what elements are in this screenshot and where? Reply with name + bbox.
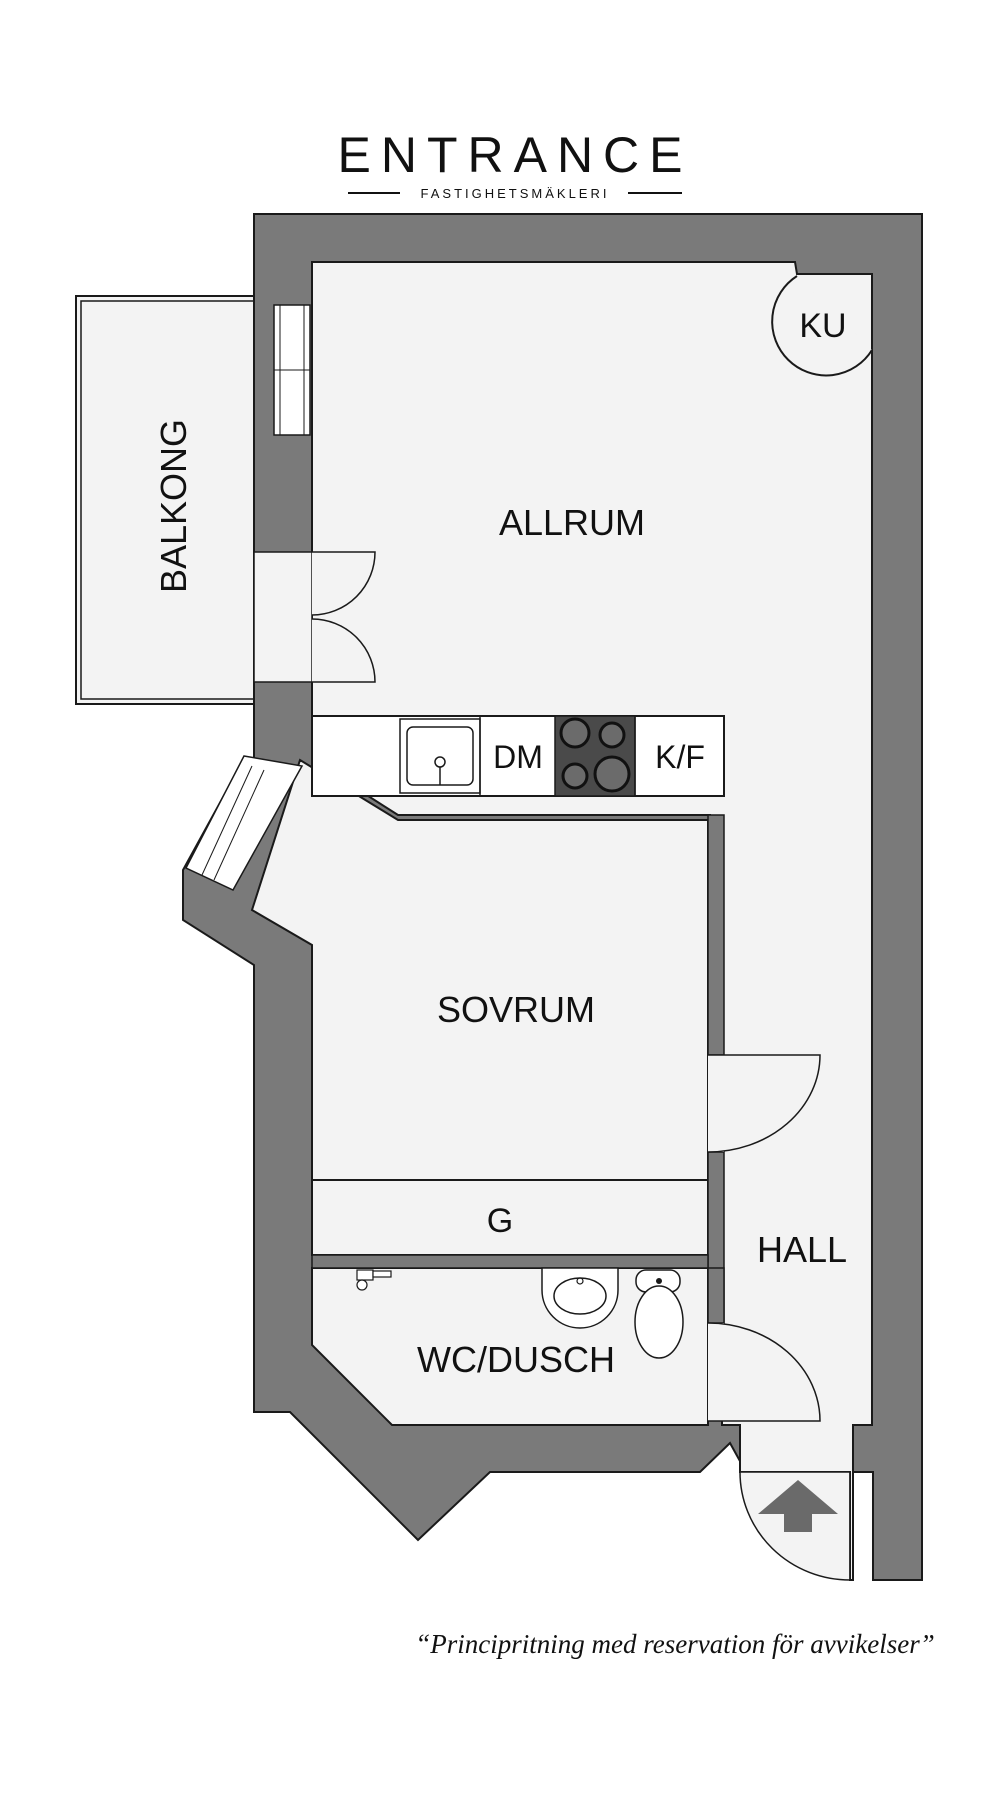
bedroom-door — [707, 1054, 821, 1153]
window-allrum — [273, 304, 311, 436]
window-sovrum — [184, 755, 304, 891]
brand-tagline: FASTIGHETSMÄKLERI — [421, 186, 610, 201]
label-wc-dusch: WC/DUSCH — [417, 1339, 615, 1380]
label-dm: DM — [493, 739, 543, 775]
wc-door — [707, 1322, 821, 1422]
brand-logo: ENTRANCE FASTIGHETSMÄKLERI — [337, 127, 692, 201]
label-g: G — [487, 1202, 513, 1240]
entrance-arrow-icon — [758, 1480, 838, 1532]
label-sovrum: SOVRUM — [437, 989, 595, 1030]
label-ku: KU — [799, 307, 846, 345]
wall-wc-hall-low — [707, 1267, 725, 1324]
wall-wardrobe-wc — [311, 1254, 709, 1269]
toilet — [634, 1269, 684, 1359]
closet-ku — [771, 275, 873, 377]
label-balkong: BALKONG — [153, 419, 194, 593]
disclaimer-caption: “Principritning med reservation för avvi… — [415, 1629, 934, 1659]
brand-name: ENTRANCE — [337, 127, 692, 183]
wall-hall-bedroom — [707, 814, 725, 1056]
kitchen-counter — [311, 715, 725, 797]
sovrum-floor — [250, 758, 709, 1181]
label-hall: HALL — [757, 1229, 847, 1270]
label-allrum: ALLRUM — [499, 502, 645, 543]
balcony — [75, 295, 257, 705]
washbasin — [541, 1267, 619, 1329]
shower-head — [356, 1269, 392, 1291]
wardrobe-floor — [311, 1179, 709, 1256]
room-labels: KU ALLRUM BALKONG DM K/F SOVRUM G HALL W… — [153, 307, 847, 1380]
floor-areas — [250, 261, 873, 1581]
label-kf: K/F — [655, 739, 705, 775]
balcony-door — [253, 551, 376, 683]
